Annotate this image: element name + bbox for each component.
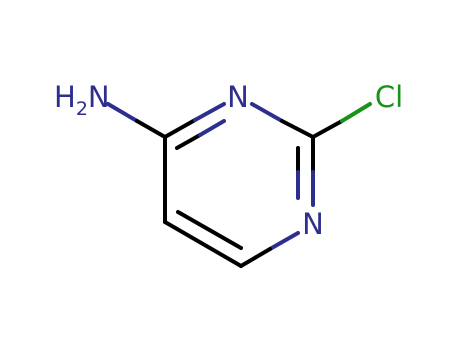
atom-nh2: H2N xyxy=(54,80,110,120)
bond-n3-c2 xyxy=(250,102,315,139)
bond-c2-n1 xyxy=(296,135,315,207)
bond-c2-cl xyxy=(311,102,372,139)
atom-cl: Cl xyxy=(375,80,403,114)
atom-n1: N xyxy=(302,207,324,241)
bond-c4-n3 xyxy=(163,102,226,150)
bond-c6-c5 xyxy=(163,210,243,268)
bond-nh2-c4 xyxy=(106,102,167,139)
bond-n1-c6 xyxy=(239,231,300,268)
atom-n3: N xyxy=(227,80,249,114)
